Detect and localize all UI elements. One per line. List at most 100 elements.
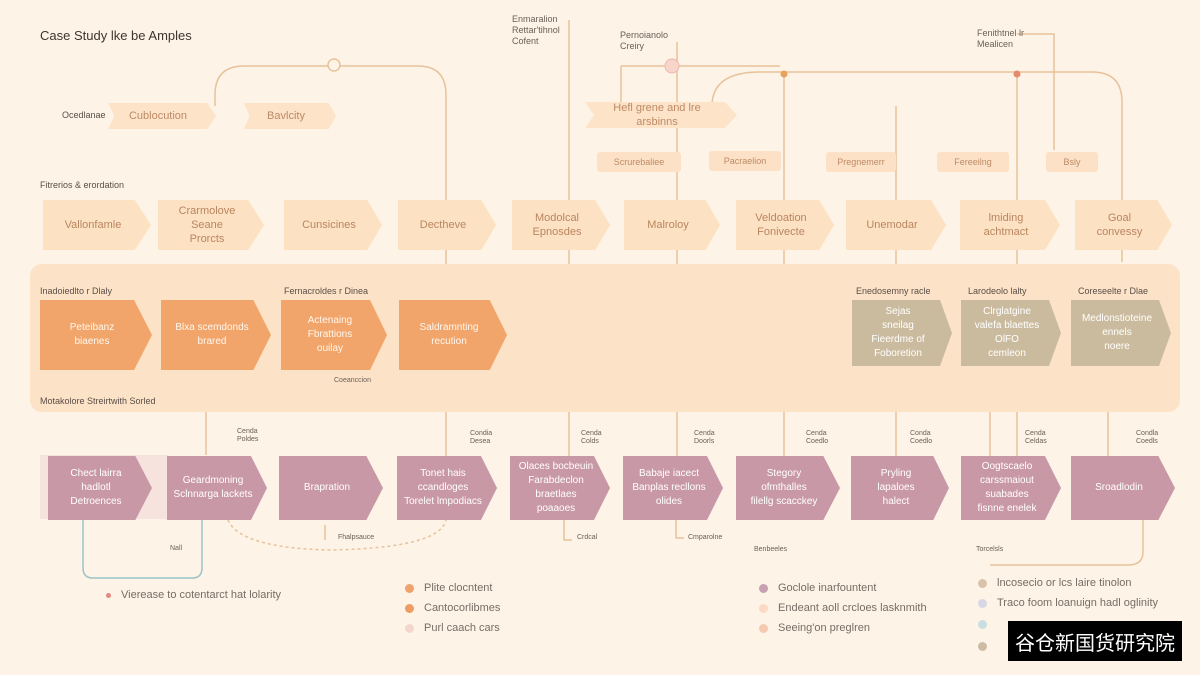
legend-item bbox=[978, 617, 1158, 631]
legend-item-label: Endeant aoll crcloes lasknmith bbox=[778, 602, 927, 614]
legend-item-label: Goclole inarfountent bbox=[778, 582, 877, 594]
legend-item: Purl caach cars bbox=[405, 622, 500, 634]
legend-dot bbox=[978, 619, 987, 629]
bottom-label-cradal: Crdcal bbox=[577, 534, 598, 541]
step-bottom-1[interactable]: Chect lairra hadlotl Detroences bbox=[48, 456, 152, 520]
pill-hefl-grene[interactable]: Hefl grene and lre arsbinns bbox=[585, 102, 737, 128]
legend-item-label: Cantocorlibmes bbox=[424, 602, 501, 614]
top-annotation-1: Enmaralion Rettar'tihnol Cofent bbox=[512, 14, 560, 46]
junction-node bbox=[780, 70, 788, 78]
watermark: 谷仓新国货研究院 bbox=[1008, 621, 1182, 661]
mini-label-2: Condia Desea bbox=[470, 430, 493, 445]
step-bottom-7[interactable]: Stegory ofmthalles filellg scacckey bbox=[736, 456, 840, 520]
legend-dot bbox=[405, 623, 414, 633]
olive-step-1[interactable]: Sejas sneilag Fieerdme of Foboretion bbox=[852, 300, 952, 366]
legend-item-label: Seeing'on preglren bbox=[778, 622, 871, 634]
small-pill-4[interactable]: Fereeilng bbox=[937, 152, 1009, 172]
step-bottom-9[interactable]: Oogtscaelo carssmaiout suabades fisnne e… bbox=[961, 456, 1061, 520]
legend-column-3: lncosecio or lcs laire tinolon Traco foo… bbox=[978, 577, 1158, 653]
stage-10[interactable]: Goal convessy bbox=[1075, 200, 1172, 250]
legend-item: Traco foom loanuign hadl oglinity bbox=[978, 597, 1158, 609]
small-pill-3[interactable]: Pregnemerr bbox=[826, 152, 896, 172]
band-section-1: Inadoiedlto r Dlaly bbox=[40, 286, 113, 296]
orange-step-2[interactable]: Blxa scemdonds brared bbox=[161, 300, 271, 370]
legend-column-2: Goclole inarfountent Endeant aoll crcloe… bbox=[759, 582, 927, 634]
row-label-filters: Fitrerios & erordation bbox=[40, 180, 125, 190]
row-label-ocedlanae: Ocedlanae bbox=[62, 110, 106, 120]
legend-item: Seeing'on preglren bbox=[759, 622, 927, 634]
legend-item bbox=[978, 639, 1158, 653]
legend-item: Endeant aoll crcloes lasknmith bbox=[759, 602, 927, 614]
junction-node bbox=[1013, 70, 1021, 78]
stage-7[interactable]: Veldoation Fonivecte bbox=[736, 200, 834, 250]
mini-label-8: Condla Coedls bbox=[1136, 430, 1159, 445]
band-title: Motakolore Streirtwith Sorled bbox=[40, 396, 156, 406]
legend-dot bbox=[978, 578, 987, 588]
top-annotation-2: Pernoianolo Creiry bbox=[620, 30, 669, 51]
band-section-2: Fernacroldes r Dinea bbox=[284, 286, 369, 296]
legend-dot bbox=[405, 603, 414, 613]
legend-dot bbox=[759, 623, 768, 633]
mini-label-4: Cenda Doorls bbox=[694, 430, 715, 445]
pill-cublocution[interactable]: Cublocution bbox=[108, 103, 216, 129]
olive-step-3[interactable]: Medlonstioteine ennels noere bbox=[1071, 300, 1171, 366]
bottom-label-completes: Cmparolne bbox=[688, 534, 723, 541]
legend-note-text: Vierease to cotentarct hat lolarity bbox=[121, 589, 281, 601]
band-section-4: Larodeolo lalty bbox=[968, 286, 1027, 296]
step-bottom-2[interactable]: Geardmoning Sclnnarga lackets bbox=[167, 456, 267, 520]
legend-note: Vierease to cotentarct hat lolarity bbox=[106, 589, 281, 601]
bottom-label-torcelss: Torcelsls bbox=[976, 546, 1004, 553]
mini-label-3: Cenda Colds bbox=[581, 430, 602, 445]
orange-step-3[interactable]: Actenaing Fbrattions ouilay bbox=[281, 300, 387, 370]
diagram-title: Case Study lke be Amples bbox=[40, 28, 192, 43]
stage-1[interactable]: Vallonfamle bbox=[43, 200, 151, 250]
mini-label-5: Cenda Coedlo bbox=[806, 430, 829, 445]
mini-label-6: Conda Coedlo bbox=[910, 430, 933, 445]
legend-dot bbox=[978, 598, 987, 608]
step-bottom-4[interactable]: Tonet hais ccandloges Torelet lmpodiacs bbox=[397, 456, 497, 520]
legend-item-label: Traco foom loanuign hadl oglinity bbox=[997, 597, 1159, 609]
junction-node bbox=[664, 58, 680, 74]
legend-dot bbox=[405, 583, 414, 593]
orange-step-1[interactable]: Peteibanz biaenes bbox=[40, 300, 152, 370]
top-annotation-3: Fenithtnel lr Mealicen bbox=[977, 28, 1025, 49]
small-pill-1[interactable]: Scrurebaliee bbox=[597, 152, 681, 172]
step-bottom-5[interactable]: Olaces bocbeuin Farabdeclon braetlaes po… bbox=[510, 456, 610, 520]
bottom-label-dashed: Fhalpsauce bbox=[338, 534, 375, 541]
legend-item-label: Plite clocntent bbox=[424, 582, 493, 594]
legend-dot bbox=[978, 641, 987, 651]
band-callout: Coeanccion bbox=[334, 377, 371, 384]
pill-bavlcity[interactable]: Bavlcity bbox=[244, 103, 336, 129]
olive-step-2[interactable]: Clrglatgine valefa blaettes OlFO cemleon bbox=[961, 300, 1061, 366]
bottom-label-bandsles: Benbeeles bbox=[754, 546, 788, 553]
bottom-label-nail: Nall bbox=[170, 545, 183, 552]
stage-8[interactable]: Unemodar bbox=[846, 200, 946, 250]
legend-dot bbox=[759, 603, 768, 613]
legend-item: Plite clocntent bbox=[405, 582, 500, 594]
step-bottom-10[interactable]: Sroadlodin bbox=[1071, 456, 1175, 520]
stage-3[interactable]: Cunsicines bbox=[284, 200, 382, 250]
step-bottom-8[interactable]: Pryling lapaloes halect bbox=[851, 456, 949, 520]
legend-note-dot bbox=[106, 592, 111, 598]
junction-node bbox=[327, 58, 341, 72]
orange-step-4[interactable]: Saldramnting recution bbox=[399, 300, 507, 370]
stage-5[interactable]: Modolcal Epnosdes bbox=[512, 200, 610, 250]
small-pill-2[interactable]: Pacraelion bbox=[709, 151, 781, 171]
legend-item: Cantocorlibmes bbox=[405, 602, 500, 614]
legend-item: Goclole inarfountent bbox=[759, 582, 927, 594]
legend-column-1: Plite clocntent Cantocorlibmes Purl caac… bbox=[405, 582, 500, 634]
legend-item-label: Purl caach cars bbox=[424, 622, 500, 634]
stage-6[interactable]: Malroloy bbox=[624, 200, 720, 250]
stage-4[interactable]: Dectheve bbox=[398, 200, 496, 250]
mini-label-7: Cenda Celdas bbox=[1025, 430, 1047, 445]
stage-2[interactable]: Crarmolove Seane Prorcts bbox=[158, 200, 264, 250]
band-section-5: Coreseelte r Dlae bbox=[1078, 286, 1149, 296]
band-section-3: Enedosemny racle bbox=[856, 286, 931, 296]
step-bottom-6[interactable]: Babaje iacect Banplas recllons olides bbox=[623, 456, 723, 520]
step-bottom-3[interactable]: Brapration bbox=[279, 456, 383, 520]
legend-item: lncosecio or lcs laire tinolon bbox=[978, 577, 1158, 589]
mini-label-1: Cenda Poldes bbox=[237, 428, 259, 443]
stage-9[interactable]: lmiding achtmact bbox=[960, 200, 1060, 250]
small-pill-5[interactable]: Bsly bbox=[1046, 152, 1098, 172]
legend-item-label: lncosecio or lcs laire tinolon bbox=[997, 577, 1132, 589]
